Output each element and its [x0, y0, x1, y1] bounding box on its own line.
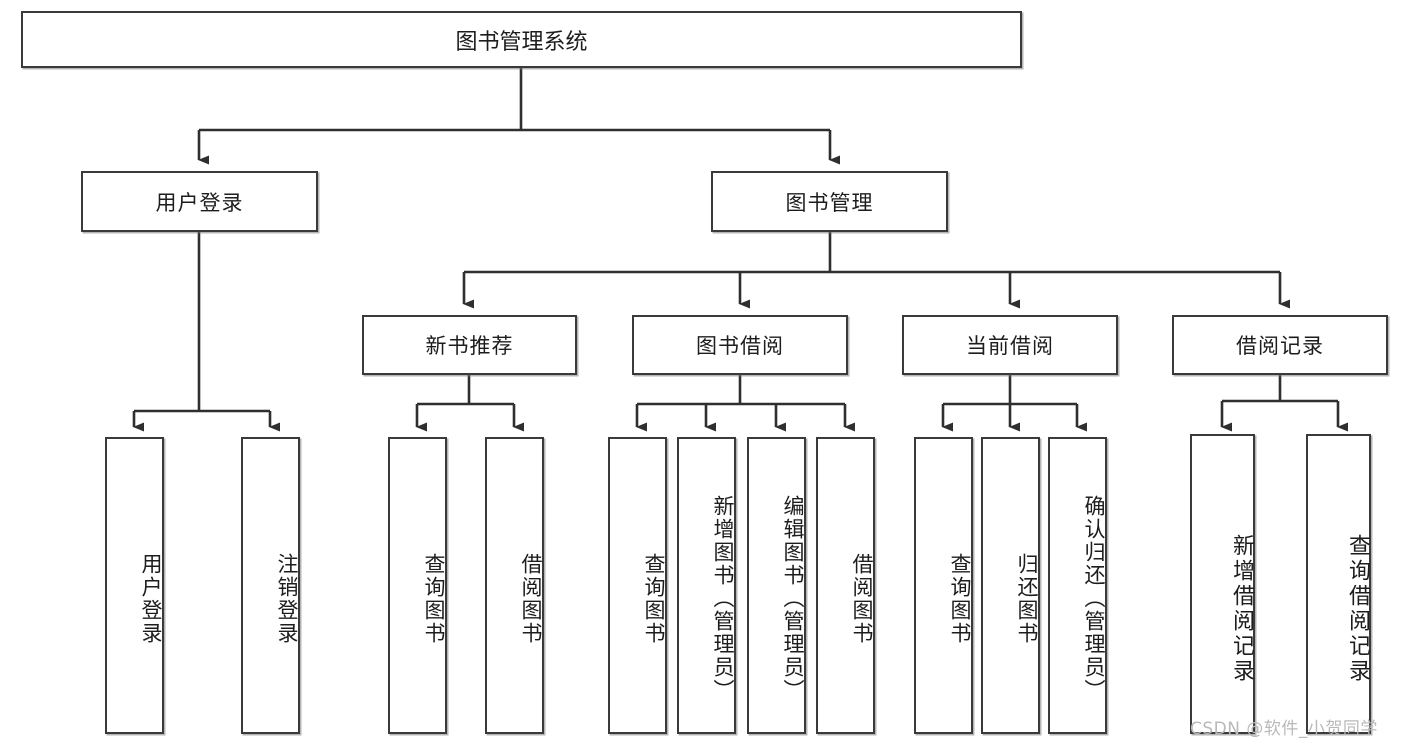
- leaf-current-return-book[interactable]: 归还图书: [981, 437, 1040, 734]
- leaf-new-book-query[interactable]: 查询图书: [388, 437, 447, 734]
- leaf-borrow-borrow-book[interactable]: 借阅图书: [816, 437, 875, 734]
- leaf-borrow-query-book[interactable]: 查询图书: [608, 437, 667, 734]
- node-book-borrow[interactable]: 图书借阅: [632, 315, 848, 375]
- leaf-user-login-logout[interactable]: 注销登录: [241, 437, 300, 734]
- leaf-record-add-record[interactable]: 新增借阅记录: [1190, 434, 1255, 734]
- node-new-book-recommend[interactable]: 新书推荐: [362, 315, 577, 375]
- leaf-current-confirm-return-admin[interactable]: 确认归还（管理员）: [1048, 437, 1107, 734]
- leaf-new-book-borrow[interactable]: 借阅图书: [485, 437, 544, 734]
- leaf-current-query-book[interactable]: 查询图书: [914, 437, 973, 734]
- leaf-borrow-edit-book-admin[interactable]: 编辑图书（管理员）: [747, 437, 806, 734]
- leaf-record-query-record[interactable]: 查询借阅记录: [1306, 434, 1371, 734]
- node-book-management[interactable]: 图书管理: [711, 171, 948, 232]
- node-borrow-record[interactable]: 借阅记录: [1172, 315, 1388, 375]
- leaf-user-login-login[interactable]: 用户登录: [105, 437, 164, 734]
- node-root-system[interactable]: 图书管理系统: [21, 11, 1022, 68]
- node-current-borrow[interactable]: 当前借阅: [902, 315, 1118, 375]
- node-user-login[interactable]: 用户登录: [81, 171, 318, 232]
- leaf-borrow-add-book-admin[interactable]: 新增图书（管理员）: [677, 437, 736, 734]
- watermark-text: CSDN @软件_小贺同学: [1190, 719, 1378, 739]
